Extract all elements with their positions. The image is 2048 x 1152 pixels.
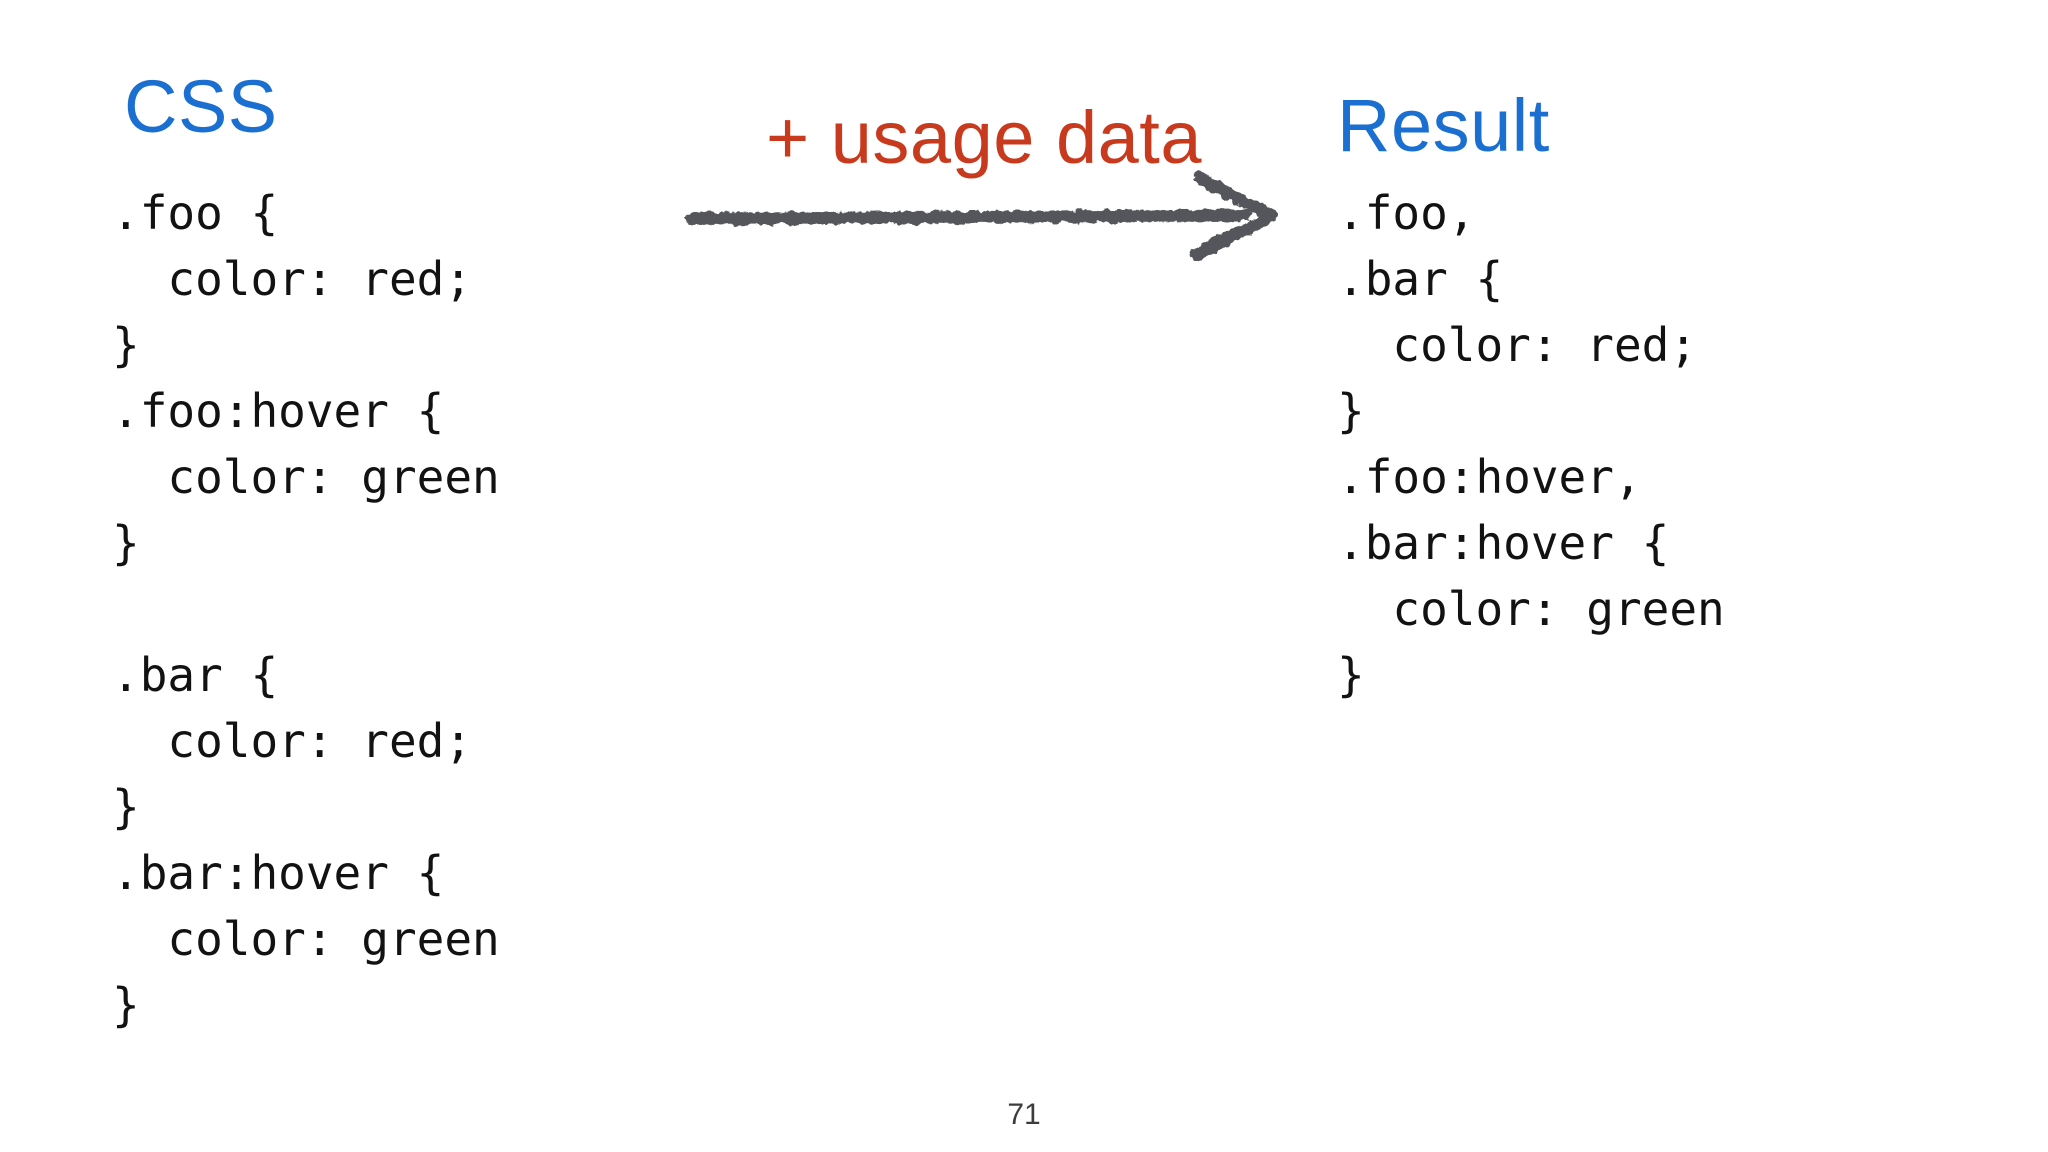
result-heading: Result <box>1337 84 1550 167</box>
usage-data-heading: + usage data <box>766 96 1202 179</box>
right-arrow-icon <box>678 158 1308 278</box>
css-source-code-block: .foo { color: red; } .foo:hover { color:… <box>112 186 500 1032</box>
result-code-block: .foo, .bar { color: red; } .foo:hover, .… <box>1337 186 1725 702</box>
css-heading: CSS <box>124 65 278 148</box>
page-number: 71 <box>1007 1098 1041 1131</box>
